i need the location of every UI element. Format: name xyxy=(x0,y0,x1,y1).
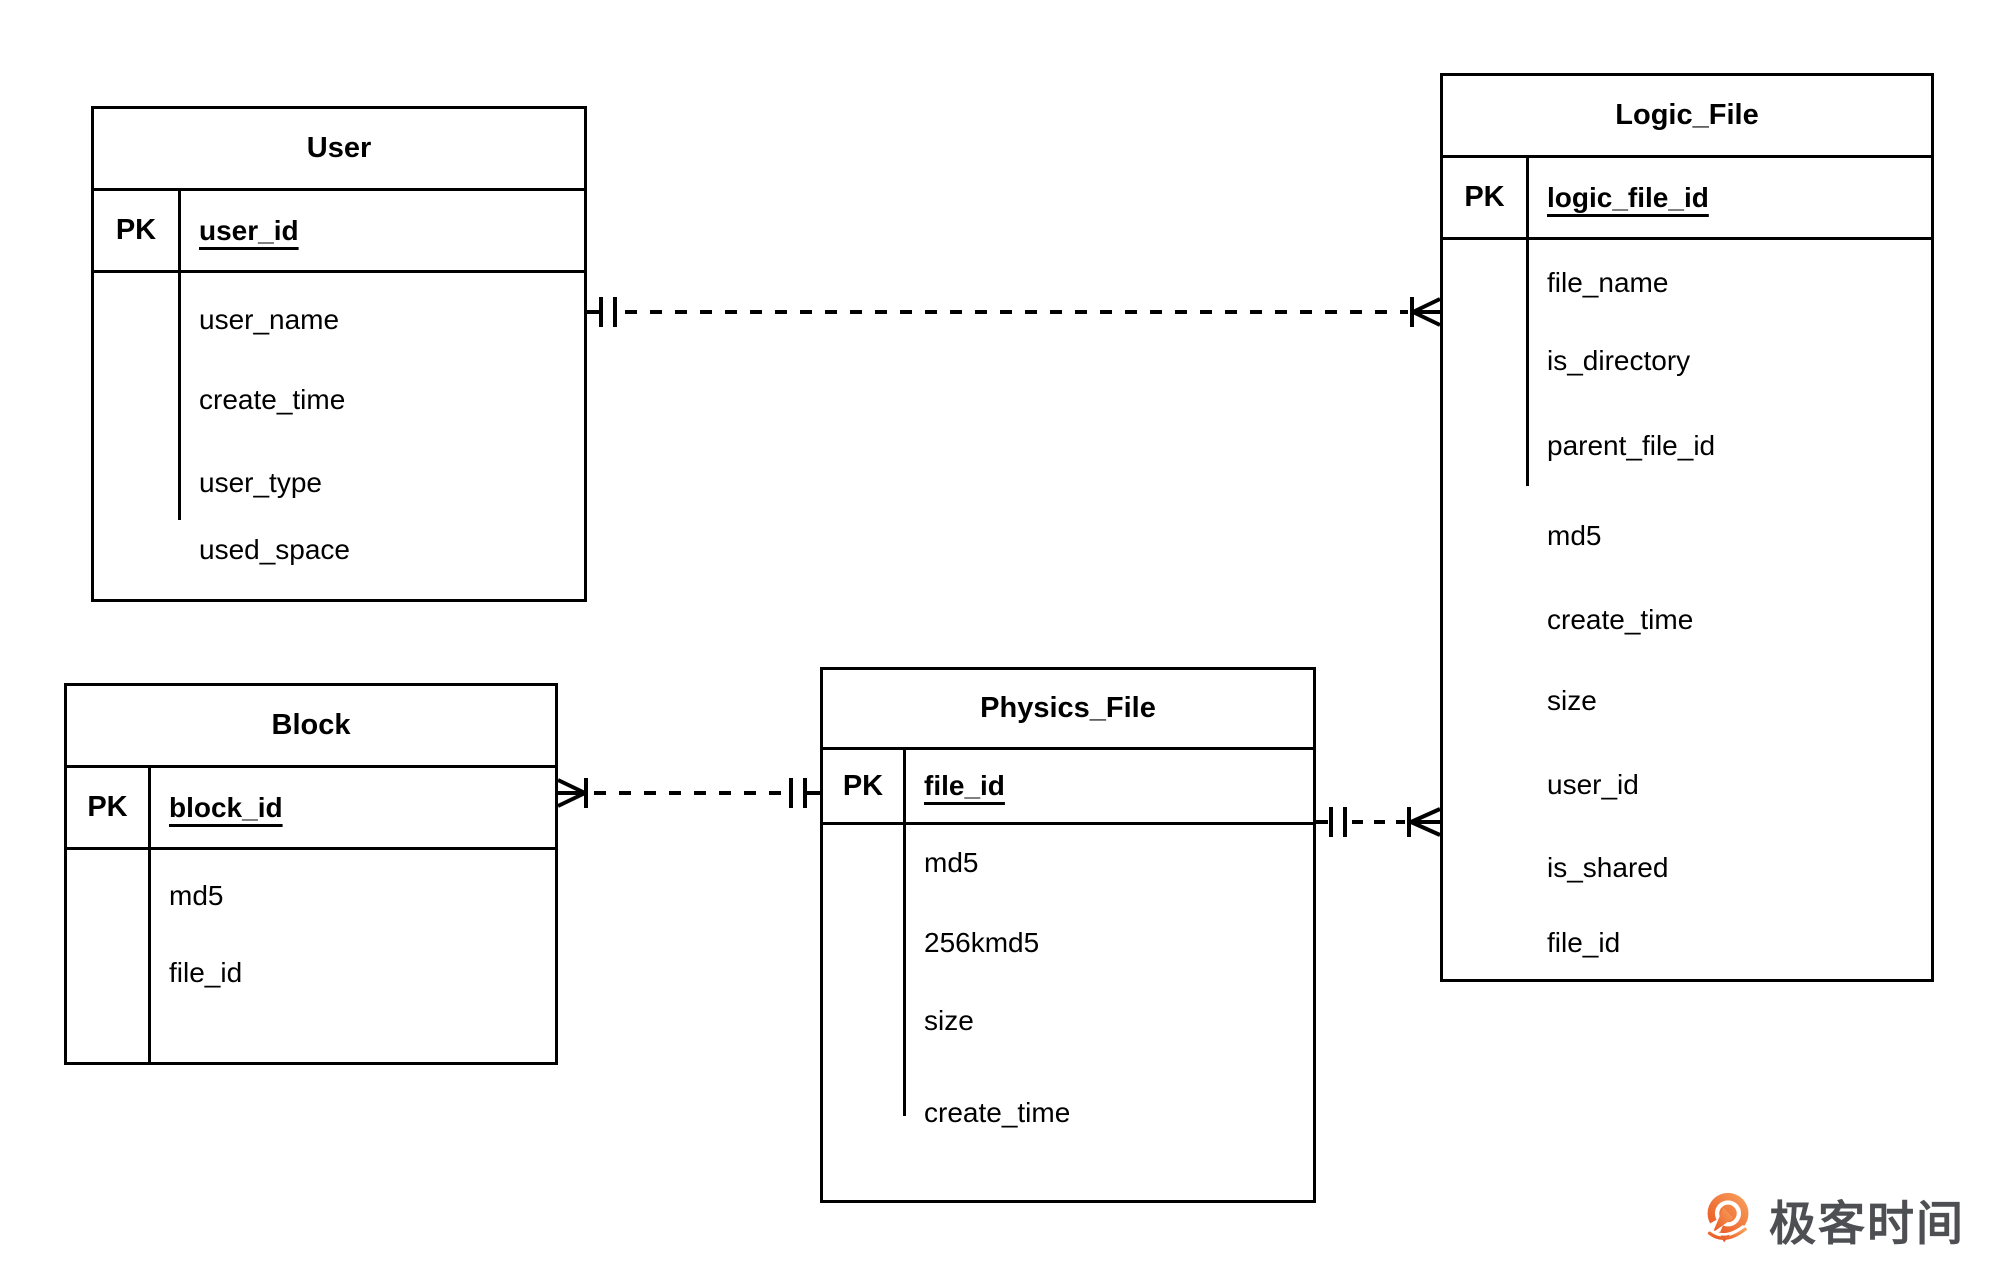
logo-swoosh xyxy=(1707,1227,1747,1240)
many-marker-prong xyxy=(1410,820,1441,837)
entity-physics-file-pk-row: PK file_id xyxy=(823,750,1313,825)
entity-logic-file-field: parent_file_id xyxy=(1547,430,1716,461)
entity-block: Block PK block_id md5 file_id xyxy=(64,683,558,1065)
entity-physics-file-field: create_time xyxy=(924,1097,1071,1128)
entity-block-pk-label: PK xyxy=(87,791,128,823)
relationship-block-to-physics-file xyxy=(557,778,820,808)
entity-logic-file-pk-label: PK xyxy=(1464,181,1505,213)
entity-logic-file-field: create_time xyxy=(1547,604,1694,635)
many-marker-prong xyxy=(557,791,586,808)
entity-block-pk-field: block_id xyxy=(169,791,283,823)
many-marker-prong xyxy=(557,778,586,795)
entity-block-pk-row: PK block_id xyxy=(67,768,555,850)
entity-physics-file-pk-label: PK xyxy=(842,769,884,802)
entity-logic-file-pk-column-divider xyxy=(1526,158,1529,486)
entity-block-field: md5 xyxy=(169,880,224,911)
relationship-physics-file-to-logic-file xyxy=(1316,807,1441,837)
entity-user-title: User xyxy=(94,109,584,191)
entity-user-pk-column-divider xyxy=(178,191,181,520)
many-marker-prong xyxy=(1412,297,1441,314)
many-marker-prong xyxy=(1412,310,1441,327)
entity-logic-file-field: is_directory xyxy=(1547,345,1691,376)
entity-logic-file-pk-row: PK logic_file_id xyxy=(1443,158,1931,240)
entity-physics-file-field: size xyxy=(924,1005,974,1036)
relationship-user-to-logic-file xyxy=(587,297,1441,327)
entity-physics-file-field: md5 xyxy=(924,847,979,878)
entity-physics-file-pk-column-divider xyxy=(903,750,906,1116)
entity-physics-file-title: Physics_File xyxy=(823,670,1313,750)
many-marker-prong xyxy=(1410,807,1441,824)
logo-needle xyxy=(1712,1207,1734,1233)
entity-logic-file-title: Logic_File xyxy=(1443,76,1931,158)
entity-physics-file-field: 256kmd5 xyxy=(924,927,1040,958)
entity-user-pk-label: PK xyxy=(115,214,157,246)
entity-physics-file: Physics_File PK file_id md5 256kmd5 size… xyxy=(820,667,1316,1203)
entity-user-pk-row: PK user_id xyxy=(94,191,584,273)
entity-logic-file-field: md5 xyxy=(1547,520,1602,551)
entity-logic-file-field: file_name xyxy=(1547,267,1669,298)
logo-ring xyxy=(1714,1200,1742,1227)
entity-logic-file-pk-field: logic_file_id xyxy=(1547,181,1709,213)
entity-block-pk-column-divider xyxy=(148,768,151,1062)
entity-block-field: file_id xyxy=(169,957,243,988)
entity-logic-file-field: size xyxy=(1547,685,1597,716)
entity-logic-file-field: is_shared xyxy=(1547,852,1669,883)
entity-user-field: create_time xyxy=(199,384,346,415)
entity-user-pk-field: user_id xyxy=(199,214,299,246)
entity-physics-file-pk-field: file_id xyxy=(924,770,1005,801)
entity-user-field: used_space xyxy=(199,534,351,565)
entity-user: User PK user_id user_name create_time us… xyxy=(91,106,587,602)
entity-block-title: Block xyxy=(67,686,555,768)
geektime-watermark: 极客时间 xyxy=(1695,1183,1965,1255)
logo-swoosh-gap xyxy=(1710,1224,1745,1236)
entity-logic-file: Logic_File PK logic_file_id file_name is… xyxy=(1440,73,1934,982)
geektime-logo-icon xyxy=(1706,1192,1749,1243)
entity-logic-file-field: file_id xyxy=(1547,927,1621,958)
entity-logic-file-field: user_id xyxy=(1547,769,1639,800)
geektime-watermark-text: 极客时间 xyxy=(1769,1196,1965,1250)
entity-user-field: user_type xyxy=(199,467,322,498)
entity-user-field: user_name xyxy=(199,304,340,335)
